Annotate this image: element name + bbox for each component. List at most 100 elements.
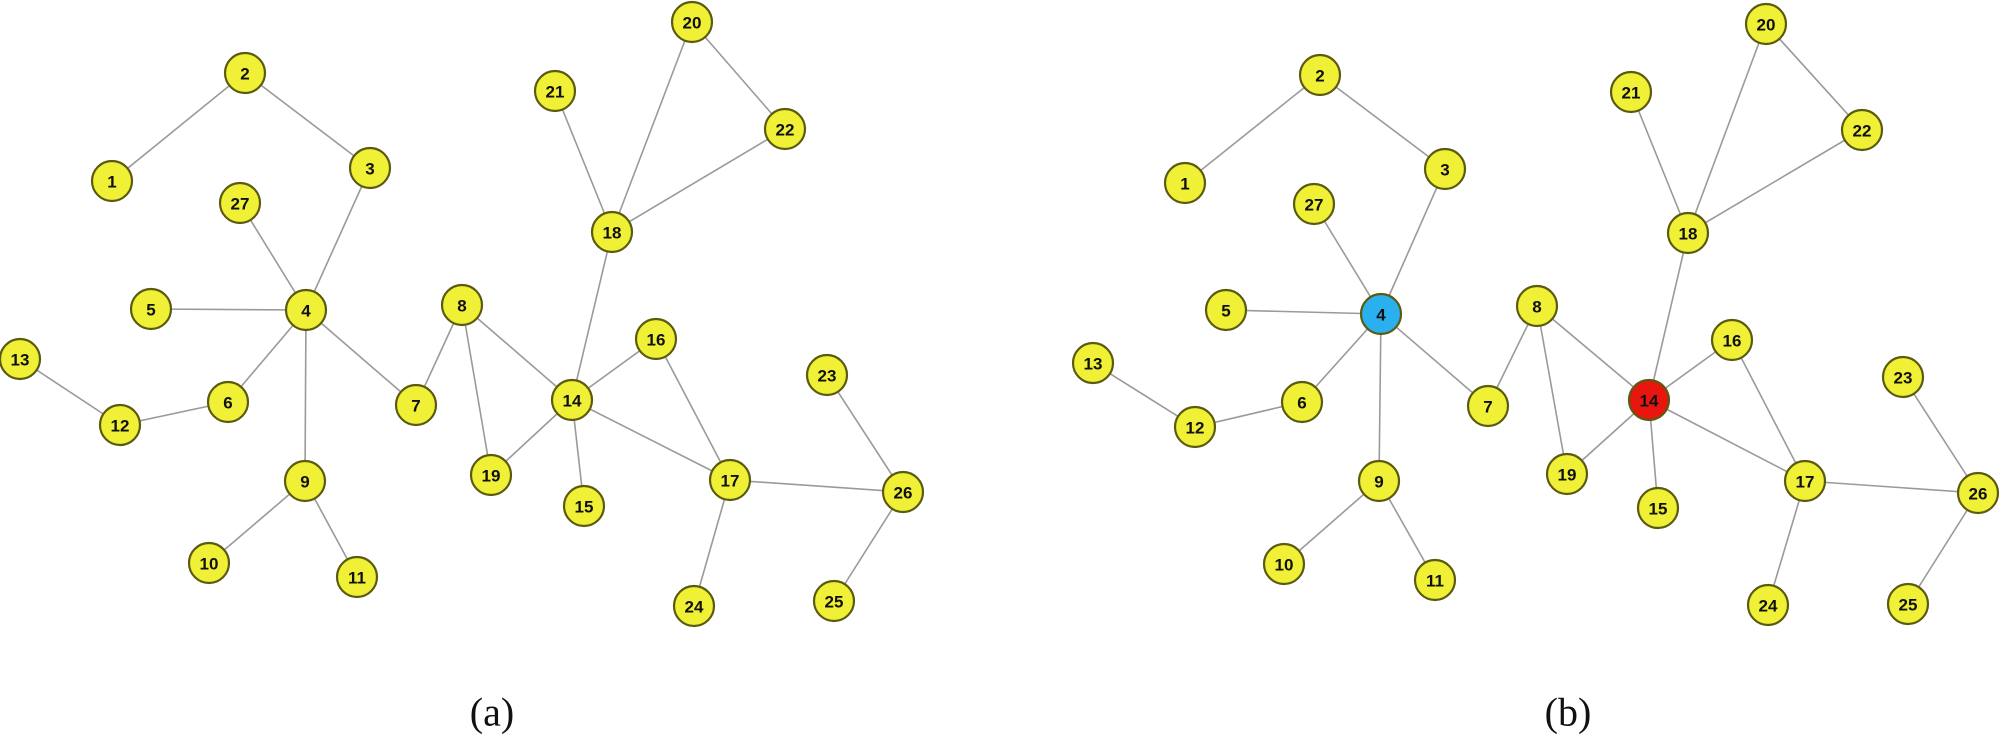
node-20-label: 20 (1757, 16, 1776, 35)
node-10-circle (187, 541, 231, 585)
node-18: 18 (1666, 211, 1710, 255)
edge-8-14 (461, 304, 573, 401)
edge-2-3 (1319, 74, 1446, 170)
node-20: 20 (670, 0, 714, 44)
node-27-circle (218, 181, 262, 225)
edge-4-7 (305, 309, 417, 406)
node-21-circle (1609, 70, 1653, 114)
node-27: 27 (218, 181, 262, 225)
edge-23-26 (1902, 376, 1979, 494)
edge-1-2 (111, 72, 246, 182)
edge-layer (1092, 23, 1979, 606)
edge-18-22 (611, 128, 786, 233)
node-8: 8 (440, 283, 484, 327)
node-16-label: 16 (647, 331, 666, 350)
node-27-circle (1292, 182, 1336, 226)
node-19: 19 (469, 453, 513, 497)
edge-26-25 (833, 491, 904, 602)
node-12-circle (1173, 405, 1217, 449)
node-18-circle (590, 210, 634, 254)
edge-5-4 (1225, 309, 1382, 315)
node-6: 6 (206, 380, 250, 424)
node-18-circle (1666, 211, 1710, 255)
node-22: 22 (1840, 108, 1884, 152)
node-2: 2 (1298, 53, 1342, 97)
edge-18-20 (611, 21, 693, 233)
node-27: 27 (1292, 182, 1336, 226)
node-2: 2 (223, 51, 267, 95)
edge-14-18 (571, 231, 613, 401)
node-23-label: 23 (1894, 369, 1913, 388)
node-15-label: 15 (575, 498, 594, 517)
node-7-label: 7 (411, 397, 420, 416)
node-14-circle (1627, 378, 1671, 422)
node-5: 5 (1204, 288, 1248, 332)
node-21: 21 (1609, 70, 1653, 114)
edge-18-21 (554, 90, 613, 233)
edge-14-17 (571, 399, 731, 481)
node-2-circle (223, 51, 267, 95)
edge-3-4 (1380, 168, 1446, 315)
node-14-label: 14 (563, 392, 582, 411)
node-4-circle (1359, 292, 1403, 336)
edge-20-22 (1765, 23, 1863, 131)
node-13-label: 13 (1084, 355, 1103, 374)
node-10: 10 (187, 541, 231, 585)
node-8: 8 (1515, 284, 1559, 328)
edge-16-17 (1731, 339, 1806, 482)
node-20: 20 (1744, 2, 1788, 46)
node-16: 16 (1710, 318, 1754, 362)
node-10-label: 10 (200, 555, 219, 574)
node-1: 1 (90, 159, 134, 203)
node-5-circle (1204, 288, 1248, 332)
node-17: 17 (708, 458, 752, 502)
node-23-label: 23 (818, 367, 837, 386)
node-18: 18 (590, 210, 634, 254)
edge-20-22 (691, 21, 786, 130)
node-25-circle (812, 579, 856, 623)
node-17-circle (1783, 459, 1827, 503)
node-1: 1 (1163, 161, 1207, 205)
node-25-circle (1886, 582, 1930, 626)
node-12-label: 12 (1186, 419, 1205, 438)
node-11-label: 11 (348, 569, 366, 588)
node-24: 24 (672, 584, 716, 628)
node-2-circle (1298, 53, 1342, 97)
node-3-label: 3 (1440, 161, 1449, 180)
node-22-circle (763, 107, 807, 151)
node-3-circle (1423, 147, 1467, 191)
node-9: 9 (1357, 459, 1401, 503)
node-14-circle (550, 378, 594, 422)
edge-17-24 (693, 479, 731, 607)
node-14: 14 (550, 378, 594, 422)
node-7: 7 (1466, 384, 1510, 428)
node-18-label: 18 (1679, 225, 1698, 244)
node-6-label: 6 (223, 394, 232, 413)
edge-5-4 (150, 308, 307, 311)
node-4: 4 (1359, 292, 1403, 336)
node-24: 24 (1746, 583, 1790, 627)
node-5-label: 5 (1221, 302, 1230, 321)
edge-8-19 (1536, 305, 1568, 475)
node-25-label: 25 (825, 593, 844, 612)
node-2-label: 2 (1315, 67, 1324, 86)
node-5: 5 (129, 287, 173, 331)
node-3-circle (348, 146, 392, 190)
node-12: 12 (98, 403, 142, 447)
node-21-label: 21 (1622, 84, 1641, 103)
node-21-circle (533, 69, 577, 113)
edge-8-14 (1536, 305, 1650, 401)
node-26: 26 (1956, 471, 2000, 515)
node-11-circle (1413, 558, 1457, 602)
node-19-label: 19 (482, 467, 501, 486)
node-9-circle (283, 459, 327, 503)
node-25: 25 (1886, 582, 1930, 626)
node-17-label: 17 (721, 472, 740, 491)
node-13-circle (0, 337, 42, 381)
node-12-circle (98, 403, 142, 447)
node-24-label: 24 (1759, 597, 1778, 616)
edge-18-21 (1630, 91, 1689, 234)
node-13: 13 (0, 337, 42, 381)
